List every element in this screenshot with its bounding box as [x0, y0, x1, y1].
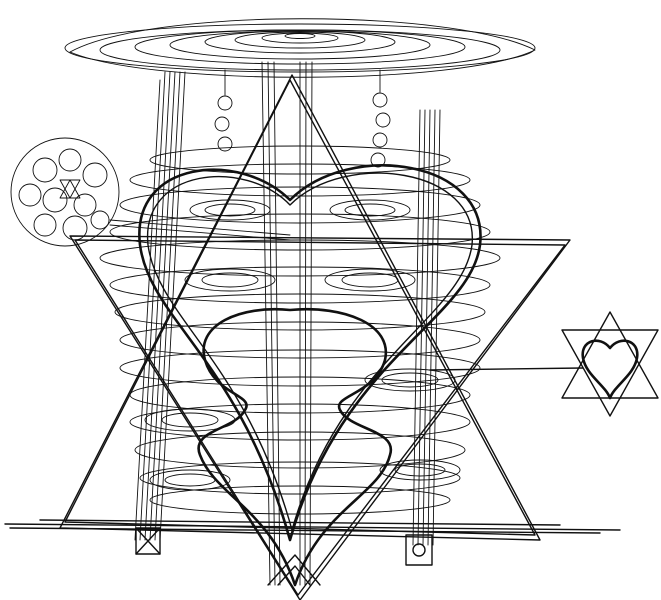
tower-column-center — [262, 62, 312, 585]
scribble-ball — [11, 138, 290, 246]
hanging-curls — [215, 70, 390, 167]
small-star-heart-emblem — [430, 312, 658, 416]
